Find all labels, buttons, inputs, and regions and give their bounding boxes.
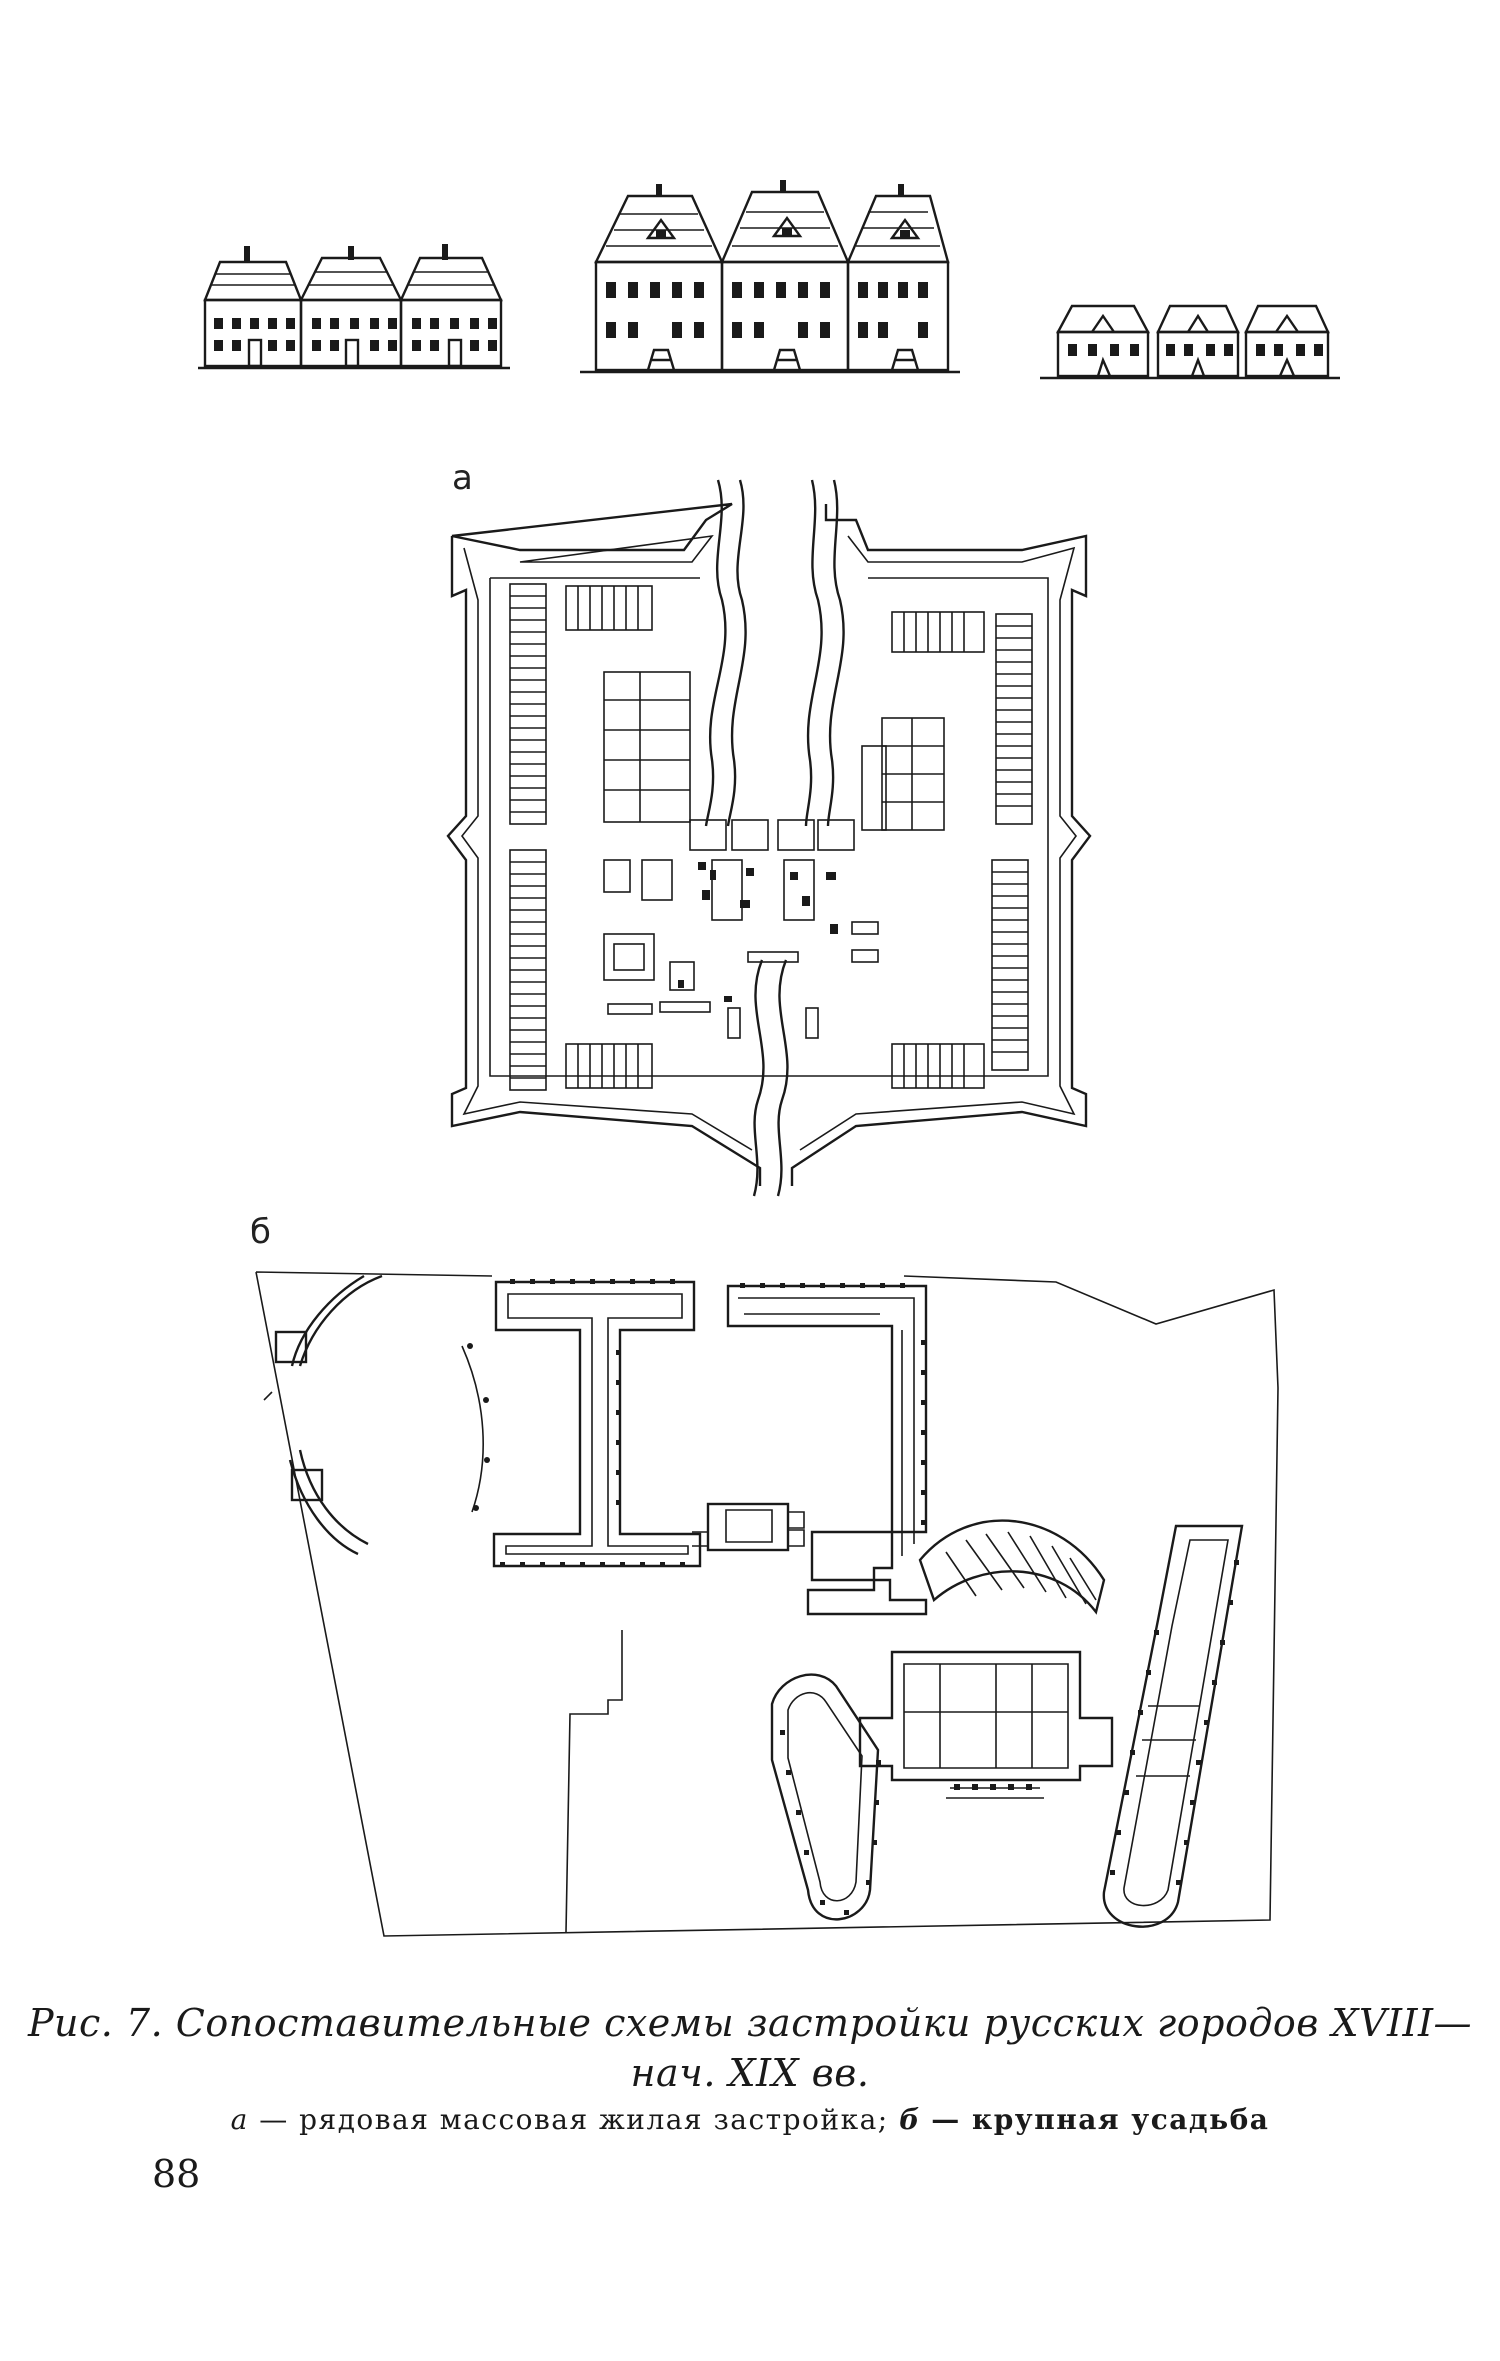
plan-b-label: б	[250, 1212, 271, 1252]
caption-line-2: нач. XIX вв.	[630, 2051, 870, 2095]
legend-b-key: б	[899, 2103, 921, 2136]
facade-left	[198, 244, 510, 370]
caption-line-1: Рис. 7. Сопоставительные схемы застройки…	[27, 2001, 1473, 2045]
legend-b-text: — крупная усадьба	[931, 2103, 1270, 2136]
facade-center	[580, 180, 960, 374]
legend-a-key: а	[230, 2103, 249, 2136]
legend-a-text: — рядовая массовая жилая застройка;	[259, 2103, 889, 2136]
facade-right	[1040, 304, 1340, 380]
plan-a-label: а	[452, 458, 473, 498]
house-row-hatching	[510, 586, 1032, 1088]
plan-b-estate	[255, 1271, 1279, 1937]
figure-legend: а — рядовая массовая жилая застройка; б …	[0, 2103, 1500, 2136]
plan-a-fortress	[446, 479, 1092, 1197]
page-number: 88	[152, 2152, 201, 2196]
figure-caption: Рис. 7. Сопоставительные схемы застройки…	[0, 1998, 1500, 2098]
